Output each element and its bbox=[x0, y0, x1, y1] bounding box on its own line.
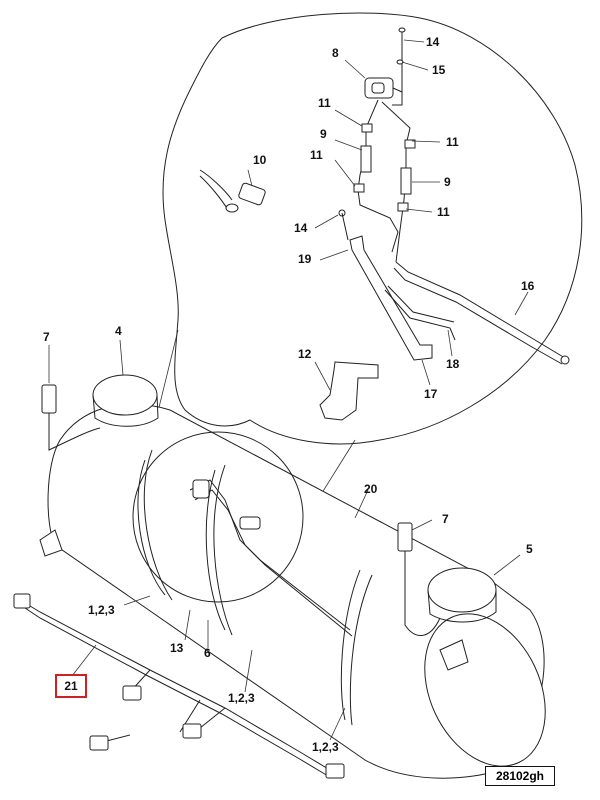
hose-part bbox=[393, 261, 566, 365]
callout-4: 4 bbox=[115, 324, 122, 338]
highlighted-callout-21: 21 bbox=[55, 674, 87, 698]
detail-bubble-outline bbox=[162, 12, 583, 445]
callout-9b: 9 bbox=[444, 175, 451, 189]
callout-19: 19 bbox=[298, 252, 312, 266]
callout-14b: 14 bbox=[294, 221, 308, 235]
outlet-cap-part bbox=[427, 567, 497, 623]
callout-14a: 14 bbox=[426, 35, 440, 49]
magnified-detail-circle bbox=[132, 431, 304, 603]
callout-1-2-3-b: 1,2,3 bbox=[228, 691, 255, 705]
callout-1-2-3-c: 1,2,3 bbox=[312, 740, 339, 754]
callout-8: 8 bbox=[332, 46, 339, 60]
callout-16: 16 bbox=[521, 279, 535, 293]
leader-lines bbox=[48, 39, 529, 741]
callout-11a: 11 bbox=[318, 96, 331, 110]
callout-13: 13 bbox=[170, 641, 184, 655]
callout-7b: 7 bbox=[442, 512, 449, 526]
callout-9a: 9 bbox=[320, 127, 327, 141]
sensor-bracket-part bbox=[338, 209, 433, 361]
pipe-part bbox=[384, 285, 456, 341]
temp-sensor-right bbox=[397, 522, 441, 636]
callout-17: 17 bbox=[424, 387, 438, 401]
clamp-band-detail bbox=[189, 479, 353, 637]
callout-12: 12 bbox=[298, 347, 312, 361]
mounting-bracket-part bbox=[319, 361, 379, 421]
pressure-sensor-part bbox=[364, 27, 406, 106]
figure-id-label: 28102gh bbox=[485, 766, 555, 786]
callout-11d: 11 bbox=[437, 205, 450, 219]
inlet-cap-part bbox=[92, 374, 159, 427]
callout-11b: 11 bbox=[310, 148, 323, 162]
temp-sensor-left bbox=[41, 384, 101, 451]
callout-6: 6 bbox=[204, 646, 211, 660]
callout-11c: 11 bbox=[446, 135, 459, 149]
temperature-sensor-part bbox=[199, 169, 266, 213]
callout-10: 10 bbox=[253, 153, 267, 167]
callout-15: 15 bbox=[432, 63, 446, 77]
callout-20: 20 bbox=[364, 482, 378, 496]
sensor-tubing-assembly bbox=[353, 99, 416, 263]
aftertreatment-canister bbox=[39, 403, 546, 779]
callout-1-2-3-a: 1,2,3 bbox=[88, 603, 115, 617]
wiring-harness-part bbox=[13, 593, 345, 779]
callout-5: 5 bbox=[526, 542, 533, 556]
callout-18: 18 bbox=[446, 357, 460, 371]
callout-7a: 7 bbox=[43, 330, 50, 344]
